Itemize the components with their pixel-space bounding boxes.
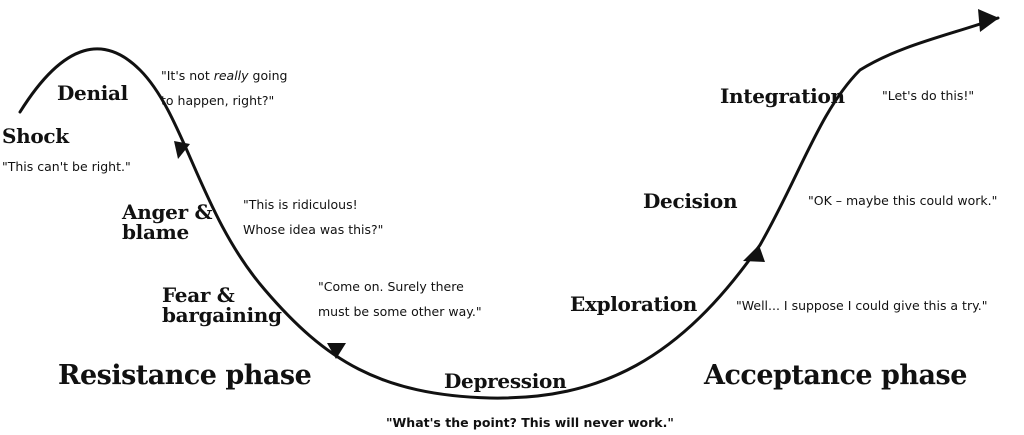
- quote-denial: "It's not really going to happen, right?…: [161, 63, 287, 113]
- quote-depression: "What's the point? This will never work.…: [386, 415, 674, 430]
- quote-denial-part: going: [248, 68, 288, 83]
- arrowhead-icon: [978, 9, 999, 32]
- stage-label-exploration: Exploration: [570, 292, 698, 316]
- phase-title-resistance: Resistance phase: [58, 360, 312, 391]
- quote-decision: "OK – maybe this could work.": [808, 193, 998, 208]
- quote-exploration: "Well... I suppose I could give this a t…: [736, 298, 988, 313]
- quote-anger-line2: Whose idea was this?": [243, 222, 384, 237]
- stage-label-anger-line2: blame: [122, 220, 189, 244]
- quote-denial-part: "It's not: [161, 68, 214, 83]
- stage-label-decision: Decision: [643, 189, 738, 213]
- phase-title-acceptance: Acceptance phase: [704, 360, 967, 391]
- quote-fear-line1: "Come on. Surely there: [318, 279, 464, 294]
- stage-label-anger: Anger & blame: [122, 200, 213, 244]
- quote-shock: "This can't be right.": [2, 159, 131, 174]
- stage-label-fear-line2: bargaining: [162, 303, 282, 327]
- quote-denial-emphasis: really: [213, 68, 249, 83]
- stage-label-depression: Depression: [444, 369, 567, 393]
- quote-fear: "Come on. Surely there must be some othe…: [318, 274, 482, 324]
- stage-label-integration: Integration: [720, 84, 845, 108]
- change-curve-line: [18, 16, 1000, 400]
- quote-integration: "Let's do this!": [882, 88, 975, 103]
- stage-label-fear-line1: Fear &: [162, 283, 235, 307]
- stage-label-fear: Fear & bargaining: [162, 285, 282, 325]
- quote-fear-line2: must be some other way.": [318, 304, 482, 319]
- stage-label-denial: Denial: [57, 81, 128, 105]
- quote-anger-line1: "This is ridiculous!: [243, 197, 358, 212]
- quote-anger: "This is ridiculous! Whose idea was this…: [243, 192, 383, 242]
- quote-denial-line2: to happen, right?": [161, 93, 275, 108]
- arrowhead-icon: [174, 141, 190, 159]
- stage-label-shock: Shock: [2, 124, 69, 148]
- arrowhead-icon: [743, 245, 765, 262]
- stage-label-anger-line1: Anger &: [122, 200, 213, 224]
- arrowhead-icon: [327, 343, 346, 359]
